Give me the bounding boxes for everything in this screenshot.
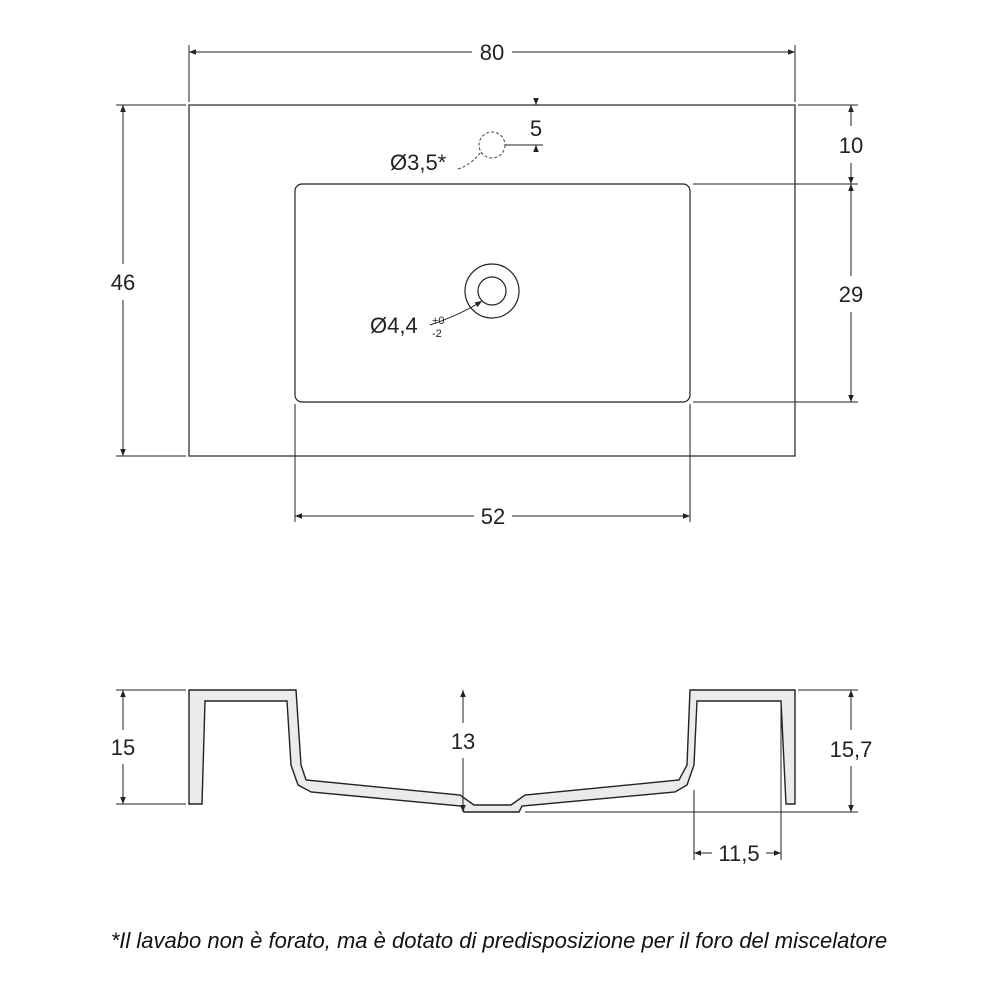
dimension-inner-depth: 13 <box>451 690 475 812</box>
dimension-height-right: 15,7 <box>525 689 873 813</box>
tap-hole-label: Ø3,5* <box>390 150 447 175</box>
height-right-label: 15,7 <box>830 737 873 762</box>
tap-offset-label: 5 <box>530 116 542 141</box>
height-left-label: 15 <box>111 735 135 760</box>
dimension-shelf-width: 11,5 <box>693 706 782 866</box>
drain-tol-minus: -2 <box>432 328 442 340</box>
dimension-basin-depth: 29 <box>839 184 863 402</box>
inner-depth-label: 13 <box>451 729 475 754</box>
bowl-outline <box>294 183 691 403</box>
drain-hole: Ø4,4 +0 -2 <box>370 263 520 340</box>
drain-label: Ø4,4 <box>370 313 418 338</box>
basin-width-label: 52 <box>481 504 505 529</box>
rim-label: 10 <box>839 133 863 158</box>
dimension-rim: 10 <box>693 104 863 403</box>
basin-outline <box>188 104 796 457</box>
shelf-width-label: 11,5 <box>718 841 759 866</box>
tap-hole: 5 Ø3,5* <box>390 98 543 175</box>
drain-tol-plus: +0 <box>432 315 445 327</box>
dimension-depth: 46 <box>111 104 186 457</box>
dimension-basin-width: 52 <box>294 404 691 529</box>
top-view: 80 46 10 29 5 <box>111 40 863 529</box>
section-view: 15 13 15,7 11,5 <box>111 689 873 866</box>
basin-section <box>188 689 796 813</box>
basin-depth-label: 29 <box>839 282 863 307</box>
width-label: 80 <box>480 40 504 65</box>
dimension-width: 80 <box>188 40 796 102</box>
footnote: *Il lavabo non è forato, ma è dotato di … <box>110 928 888 953</box>
dimension-height-left: 15 <box>111 689 186 805</box>
depth-label: 46 <box>111 270 135 295</box>
